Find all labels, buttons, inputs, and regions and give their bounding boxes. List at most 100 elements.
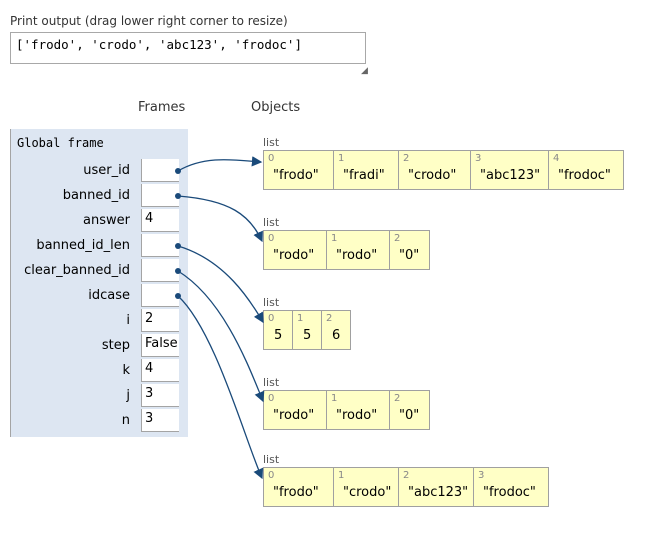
list-element: 2"0" [390, 391, 430, 429]
list-object-0: 0"frodo" 1 "fradi" 2 "crodo" 3 "abc123" 4 "frodo… [263, 150, 624, 190]
print-output-label: Print output (drag lower right corner to… [10, 14, 288, 28]
list-element-index: 1 [331, 233, 338, 244]
var-name-k: k [122, 363, 130, 378]
list-element-value: "frodoc" [483, 485, 536, 500]
list-element: 2"0" [390, 231, 430, 269]
list-element: 1 "fradi" [334, 151, 399, 189]
pointer-dot-banned-id-len[interactable] [175, 243, 181, 249]
var-name-i: i [126, 313, 130, 328]
list-element: 0"frodo" [264, 151, 334, 189]
list-element-index: 0 [268, 233, 275, 244]
list-element-value: "abc123" [480, 168, 541, 183]
list-element-index: 1 [338, 470, 345, 481]
list-element-value: 5 [274, 328, 283, 343]
list-element-index: 1 [338, 153, 345, 164]
var-name-banned-id: banned_id [62, 188, 130, 203]
var-value-idcase [141, 284, 179, 307]
list-element-value: "fradi" [343, 168, 385, 183]
list-element-index: 2 [403, 153, 410, 164]
pointer-dot-banned-id[interactable] [175, 193, 181, 199]
list-element-value: "rodo" [273, 408, 315, 423]
pointer-dot-clear-banned-id[interactable] [175, 268, 181, 274]
var-name-idcase: idcase [88, 288, 130, 303]
list-element-value: "rodo" [336, 408, 378, 423]
pointer-dot-user-id[interactable] [175, 168, 181, 174]
list-element-value: "abc123" [408, 485, 469, 500]
var-value-user-id [141, 159, 179, 182]
arrow-clear-banned-id [177, 270, 265, 403]
pointer-dot-idcase[interactable] [175, 293, 181, 299]
list-element-value: "0" [399, 408, 420, 423]
list-element-value: "frodo" [273, 485, 319, 500]
var-name-user-id: user_id [83, 163, 130, 178]
var-value-i: 2 [141, 309, 179, 332]
var-name-banned-id-len: banned_id_len [36, 238, 130, 253]
list-element: 4 "frodoc" [549, 151, 624, 189]
list-element: 3 "frodoc" [474, 468, 549, 506]
list-element: 2 "crodo" [399, 151, 471, 189]
var-value-answer: 4 [141, 209, 179, 232]
var-name-answer: answer [83, 213, 130, 228]
list-element-index: 1 [297, 313, 304, 324]
var-name-n: n [121, 413, 130, 428]
print-output-box[interactable]: ['frodo', 'crodo', 'abc123', 'frodoc'] [10, 32, 366, 64]
list-element-index: 3 [478, 470, 485, 481]
list-element-value: "crodo" [408, 168, 457, 183]
list-label: list [263, 453, 280, 466]
list-element: 3 "abc123" [471, 151, 549, 189]
list-element-value: "frodoc" [558, 168, 611, 183]
list-element-index: 2 [326, 313, 333, 324]
list-element: 1 "rodo" [327, 231, 390, 269]
list-label: list [263, 136, 280, 149]
var-value-step: False [141, 334, 179, 357]
var-name-step: step [101, 338, 130, 353]
list-object-4: 0 "frodo" 1 "crodo" 2 "abc123" 3 "frodoc" [263, 467, 549, 507]
global-frame-title: Global frame [17, 136, 104, 150]
list-element-value: "rodo" [336, 248, 378, 263]
list-element-index: 0 [268, 153, 275, 164]
list-element: 0 "frodo" [264, 468, 334, 506]
list-element-index: 0 [268, 470, 275, 481]
list-element-index: 4 [553, 153, 560, 164]
list-element-index: 2 [394, 393, 401, 404]
var-value-k: 4 [141, 359, 179, 382]
list-element-index: 2 [403, 470, 410, 481]
resize-grip-icon[interactable]: ◢ [361, 66, 368, 76]
arrow-user-id [177, 156, 263, 172]
list-element-value: "crodo" [343, 485, 392, 500]
list-element-index: 2 [394, 233, 401, 244]
list-element-value: 6 [332, 328, 341, 343]
list-object-1: 0"rodo"1"rodo"2"0" [263, 230, 430, 270]
arrow-banned-id [177, 195, 263, 243]
list-label: list [263, 376, 280, 389]
list-element-index: 3 [475, 153, 482, 164]
var-value-j: 3 [141, 384, 179, 407]
list-element-index: 0 [268, 393, 275, 404]
list-element: 1 "crodo" [334, 468, 399, 506]
list-element-value: "0" [399, 248, 420, 263]
objects-heading: Objects [251, 100, 301, 115]
list-element-index: 0 [268, 313, 275, 324]
arrow-banned-id-len [177, 245, 264, 324]
var-value-banned-id [141, 184, 179, 207]
list-label: list [263, 296, 280, 309]
var-value-banned-id-len [141, 234, 179, 257]
list-label: list [263, 216, 280, 229]
list-element: 0 "rodo" [264, 231, 327, 269]
var-value-n: 3 [141, 409, 179, 432]
frames-heading: Frames [138, 100, 186, 115]
list-element: 1 "rodo" [327, 391, 390, 429]
var-value-clear-banned-id [141, 259, 179, 282]
list-element-value: "rodo" [273, 248, 315, 263]
list-element-index: 1 [331, 393, 338, 404]
var-name-j: j [126, 388, 130, 403]
list-element: 2 "abc123" [399, 468, 474, 506]
list-object-3: 0"rodo"1"rodo"2"0" [263, 390, 430, 430]
var-name-clear-banned-id: clear_banned_id [24, 263, 130, 278]
list-element-value: 5 [303, 328, 312, 343]
list-element: 0 "rodo" [264, 391, 327, 429]
